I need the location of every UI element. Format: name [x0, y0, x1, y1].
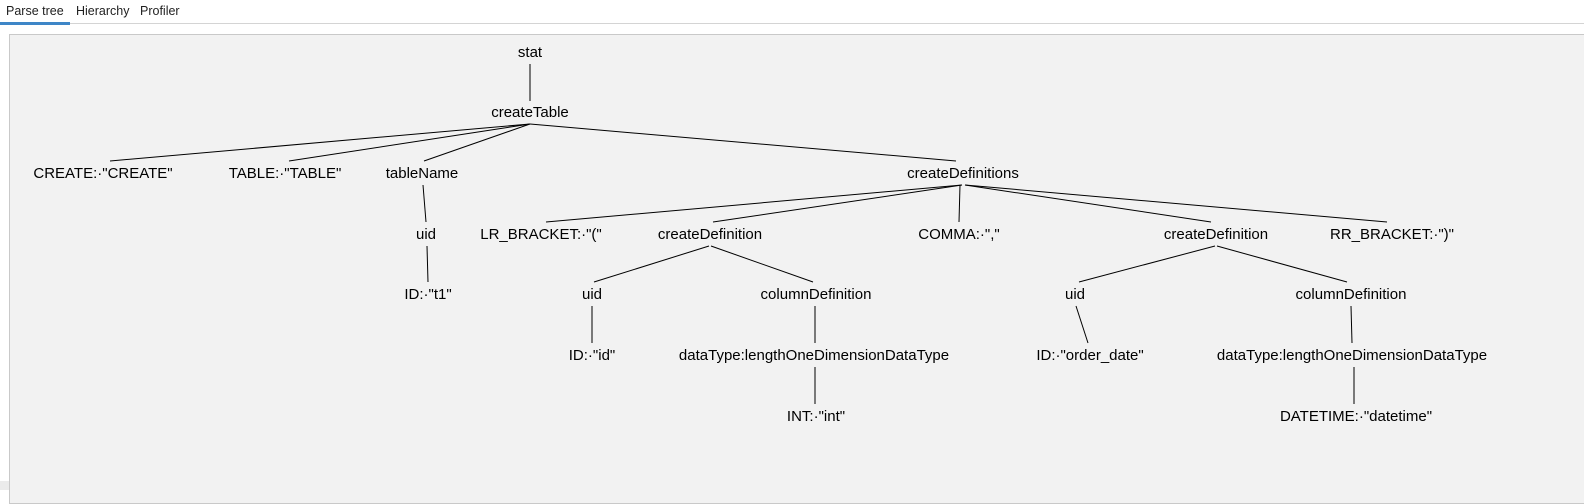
node-uid-3[interactable]: uid — [1061, 285, 1089, 304]
node-stat[interactable]: stat — [514, 43, 546, 62]
node-comma[interactable]: COMMA:·"," — [915, 225, 1003, 244]
node-terminal-table[interactable]: TABLE:·"TABLE" — [225, 164, 345, 183]
tab-bar: Parse tree Hierarchy Profiler — [0, 0, 1584, 25]
node-column-definition-2[interactable]: columnDefinition — [1292, 285, 1410, 304]
node-id-id[interactable]: ID:·"id" — [565, 346, 619, 365]
node-terminal-create[interactable]: CREATE:·"CREATE" — [30, 164, 176, 183]
node-create-definition-2[interactable]: createDefinition — [1160, 225, 1272, 244]
node-int[interactable]: INT:·"int" — [783, 407, 849, 426]
node-create-definitions[interactable]: createDefinitions — [904, 164, 1022, 183]
node-id-t1[interactable]: ID:·"t1" — [401, 285, 455, 304]
node-rr-bracket[interactable]: RR_BRACKET:·")" — [1327, 225, 1457, 244]
node-data-type-2[interactable]: dataType:lengthOneDimensionDataType — [1213, 346, 1491, 365]
node-datetime[interactable]: DATETIME:·"datetime" — [1276, 407, 1436, 426]
node-data-type-1[interactable]: dataType:lengthOneDimensionDataType — [675, 346, 953, 365]
active-tab-underline — [0, 22, 70, 25]
node-id-order-date[interactable]: ID:·"order_date" — [1033, 346, 1147, 365]
node-uid-2[interactable]: uid — [578, 285, 606, 304]
parse-tree-panel — [9, 34, 1584, 504]
tab-profiler[interactable]: Profiler — [140, 4, 180, 18]
gutter-edge — [0, 481, 9, 490]
node-table-name[interactable]: tableName — [382, 164, 462, 183]
node-create-definition-1[interactable]: createDefinition — [654, 225, 766, 244]
node-create-table[interactable]: createTable — [488, 103, 572, 122]
tab-hierarchy[interactable]: Hierarchy — [76, 4, 130, 18]
tab-parse-tree[interactable]: Parse tree — [6, 4, 64, 18]
node-lr-bracket[interactable]: LR_BRACKET:·"(" — [477, 225, 605, 244]
tab-bar-divider — [0, 23, 1584, 24]
node-column-definition-1[interactable]: columnDefinition — [757, 285, 875, 304]
node-uid-1[interactable]: uid — [412, 225, 440, 244]
